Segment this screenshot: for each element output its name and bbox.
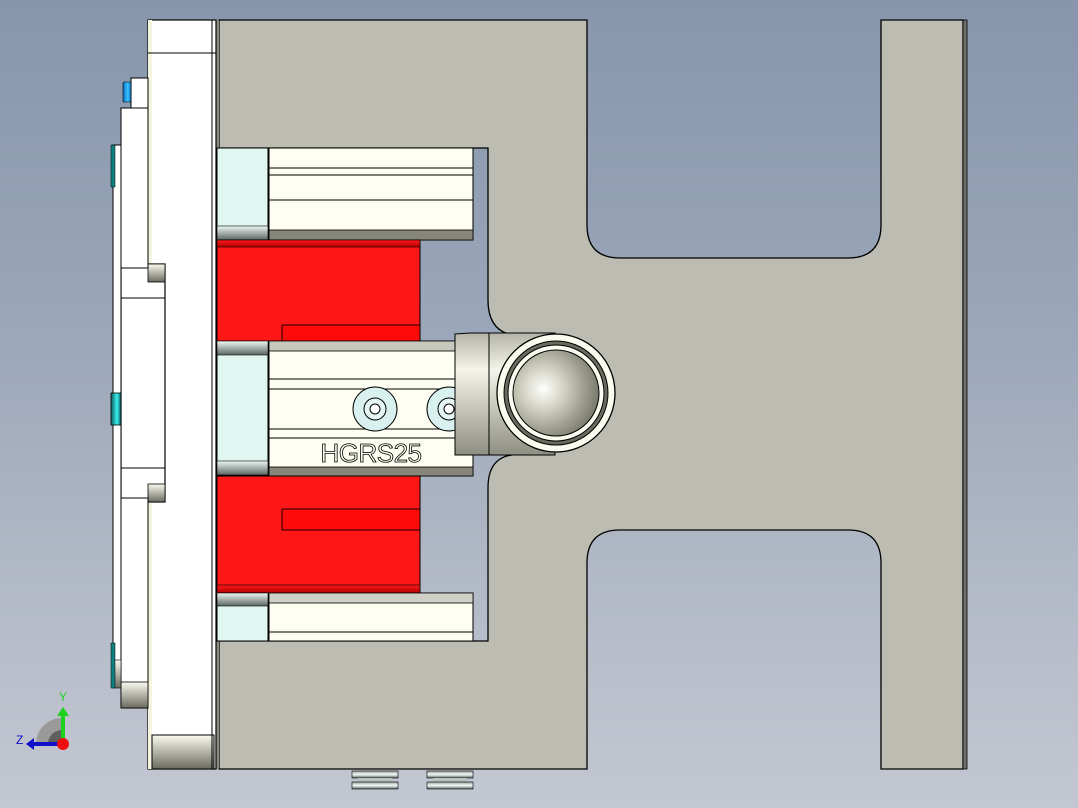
- side-plate-assembly[interactable]: [110, 19, 217, 770]
- nut-upper-icon: [426, 770, 474, 779]
- nut-upper-icon: [351, 770, 399, 779]
- upper-red-body: [216, 239, 421, 342]
- main-plate-left-edge-lower: [215, 641, 219, 769]
- side-plate-foot: [151, 734, 215, 770]
- bottom-rail-top-band: [268, 592, 474, 604]
- upper-red-edge: [216, 239, 421, 248]
- side-mount-block: [120, 263, 166, 503]
- bottom-nut-right[interactable]: [426, 770, 474, 790]
- bottom-end-cap-shade: [216, 592, 269, 607]
- orientation-triad[interactable]: Y Z: [16, 690, 69, 750]
- bolt-left[interactable]: [352, 386, 398, 432]
- linear-guide-carriage[interactable]: HGRS25: [216, 340, 474, 477]
- side-strip-lower: [120, 497, 149, 709]
- nut-neck-icon: [433, 778, 467, 782]
- teal-fitting[interactable]: [110, 392, 122, 426]
- carriage-bottom-band: [268, 466, 474, 477]
- upper-red-slot: [281, 324, 421, 342]
- side-mount-block-top: [147, 263, 166, 283]
- mid-end-cap: [216, 340, 269, 476]
- side-mount-block-bottom: [147, 483, 166, 503]
- upper-red-block[interactable]: [216, 239, 421, 342]
- top-end-cap: [216, 147, 269, 241]
- carriage-top-band: [268, 340, 474, 352]
- bolt-hex-socket-icon: [369, 403, 381, 415]
- top-rail-shadow: [268, 229, 474, 241]
- rail-model-label: HGRS25: [320, 438, 421, 468]
- bolt-hex-socket-icon: [443, 403, 455, 415]
- blue-fitting[interactable]: [122, 81, 132, 103]
- nut-neck-icon: [358, 778, 392, 782]
- nut-lower-icon: [426, 781, 474, 790]
- main-plate-left-edge: [215, 20, 219, 148]
- nut-lower-icon: [351, 781, 399, 790]
- triad-z-arrow-icon: [26, 738, 34, 750]
- lower-red-block[interactable]: [216, 475, 421, 594]
- triad-origin-icon: [57, 738, 69, 750]
- triad-y-label: Y: [59, 690, 67, 704]
- mid-end-cap-top: [216, 340, 269, 356]
- teal-fitting-upper: [110, 144, 116, 188]
- mid-end-cap-bottom: [216, 460, 269, 476]
- teal-fitting-lower: [110, 642, 116, 689]
- top-rail: [268, 147, 474, 241]
- top-end-cap-shade: [216, 225, 269, 241]
- side-strip-upper: [120, 107, 149, 269]
- spherical-bearing[interactable]: [454, 332, 616, 456]
- lower-red-slot: [281, 508, 421, 531]
- main-plate-right-edge: [962, 19, 968, 770]
- bearing-ball-icon: [512, 349, 600, 437]
- bottom-nut-left[interactable]: [351, 770, 399, 790]
- lower-red-edge: [216, 584, 421, 594]
- triad-z-label: Z: [16, 733, 23, 747]
- lower-red-body: [216, 475, 421, 594]
- bottom-rail-block[interactable]: [216, 592, 474, 642]
- side-strip-top: [130, 77, 149, 109]
- side-strip-foot: [120, 681, 149, 709]
- triad-y-arrow-icon: [57, 707, 69, 716]
- top-rail-block[interactable]: [216, 147, 474, 241]
